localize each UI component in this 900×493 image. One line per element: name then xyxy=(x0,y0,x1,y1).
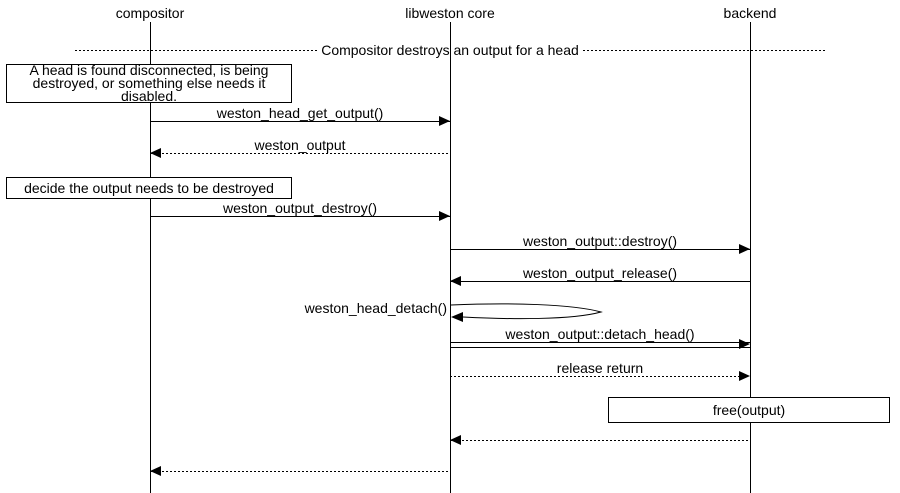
divider: Compositor destroys an output for a head xyxy=(75,42,825,58)
divider-line-left xyxy=(75,49,318,51)
message-label-weston-head-detach: weston_head_detach() xyxy=(304,300,447,316)
arrowhead-left-icon xyxy=(450,276,461,286)
message-line-weston-output-detach-head xyxy=(450,342,750,348)
arrowhead-left-icon xyxy=(150,148,161,158)
arrowhead-left-icon xyxy=(150,466,161,476)
divider-line-right xyxy=(582,49,825,51)
note-decide-destroy-text: decide the output needs to be destroyed xyxy=(24,179,274,196)
message-line-weston-output xyxy=(150,153,450,154)
arrowhead-right-icon xyxy=(739,339,750,349)
message-line-weston-output-vfunc-destroy xyxy=(450,249,750,250)
message-label-weston-output-vfunc-destroy: weston_output::destroy() xyxy=(522,233,678,249)
actor-libweston-core: libweston core xyxy=(405,5,495,21)
arrowhead-right-icon xyxy=(439,211,450,221)
lifeline-compositor xyxy=(150,22,151,493)
note-head-disconnected-text: A head is found disconnected, is being d… xyxy=(29,62,269,104)
note-free-output-text: free(output) xyxy=(712,401,786,418)
message-line-weston-head-get-output xyxy=(150,121,450,122)
arrowhead-left-icon xyxy=(450,435,461,445)
message-line-weston-output-destroy xyxy=(150,216,450,217)
arrowhead-right-icon xyxy=(739,371,750,381)
message-line-return-to-compositor xyxy=(150,471,450,472)
message-label-weston-head-get-output: weston_head_get_output() xyxy=(216,105,384,121)
divider-label: Compositor destroys an output for a head xyxy=(321,42,579,58)
message-line-release-return xyxy=(450,376,750,377)
lifeline-backend xyxy=(750,22,751,493)
message-label-release-return: release return xyxy=(556,360,644,376)
arrowhead-left-icon xyxy=(451,312,463,322)
message-label-weston-output: weston_output xyxy=(254,137,346,153)
arrowhead-right-icon xyxy=(439,116,450,126)
actor-backend: backend xyxy=(723,5,777,21)
self-message-loop xyxy=(450,303,603,322)
message-line-return-to-core xyxy=(450,440,750,441)
actor-compositor: compositor xyxy=(115,5,185,21)
arrowhead-right-icon xyxy=(739,244,750,254)
message-line-weston-output-release xyxy=(450,281,750,282)
message-label-weston-output-destroy: weston_output_destroy() xyxy=(222,200,378,216)
lifeline-libweston-core xyxy=(450,22,451,493)
note-free-output: free(output) xyxy=(608,397,890,423)
note-head-disconnected: A head is found disconnected, is being d… xyxy=(6,62,292,104)
message-label-weston-output-release: weston_output_release() xyxy=(522,265,678,281)
note-decide-destroy: decide the output needs to be destroyed xyxy=(6,177,292,199)
message-label-weston-output-detach-head: weston_output::detach_head() xyxy=(505,326,695,342)
